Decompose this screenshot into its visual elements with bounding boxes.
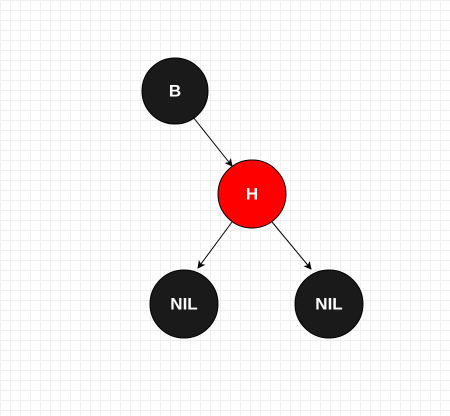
node-h[interactable]: H bbox=[217, 159, 287, 229]
node-b-circle bbox=[141, 57, 209, 125]
edge-h-to-nil-left bbox=[197, 221, 233, 269]
node-nil-right-circle bbox=[294, 269, 364, 339]
node-b[interactable]: B bbox=[141, 57, 209, 125]
edge-b-to-h bbox=[192, 116, 233, 167]
node-nil-right-label: NIL bbox=[315, 295, 342, 314]
node-nil-left-circle bbox=[149, 269, 219, 339]
edge-h-to-nil-right bbox=[271, 221, 312, 270]
node-nil-left[interactable]: NIL bbox=[149, 269, 219, 339]
node-h-circle bbox=[217, 159, 287, 229]
node-nil-left-label: NIL bbox=[170, 295, 197, 314]
node-nil-right[interactable]: NIL bbox=[294, 269, 364, 339]
node-b-label: B bbox=[169, 82, 181, 101]
node-h-label: H bbox=[246, 185, 258, 204]
